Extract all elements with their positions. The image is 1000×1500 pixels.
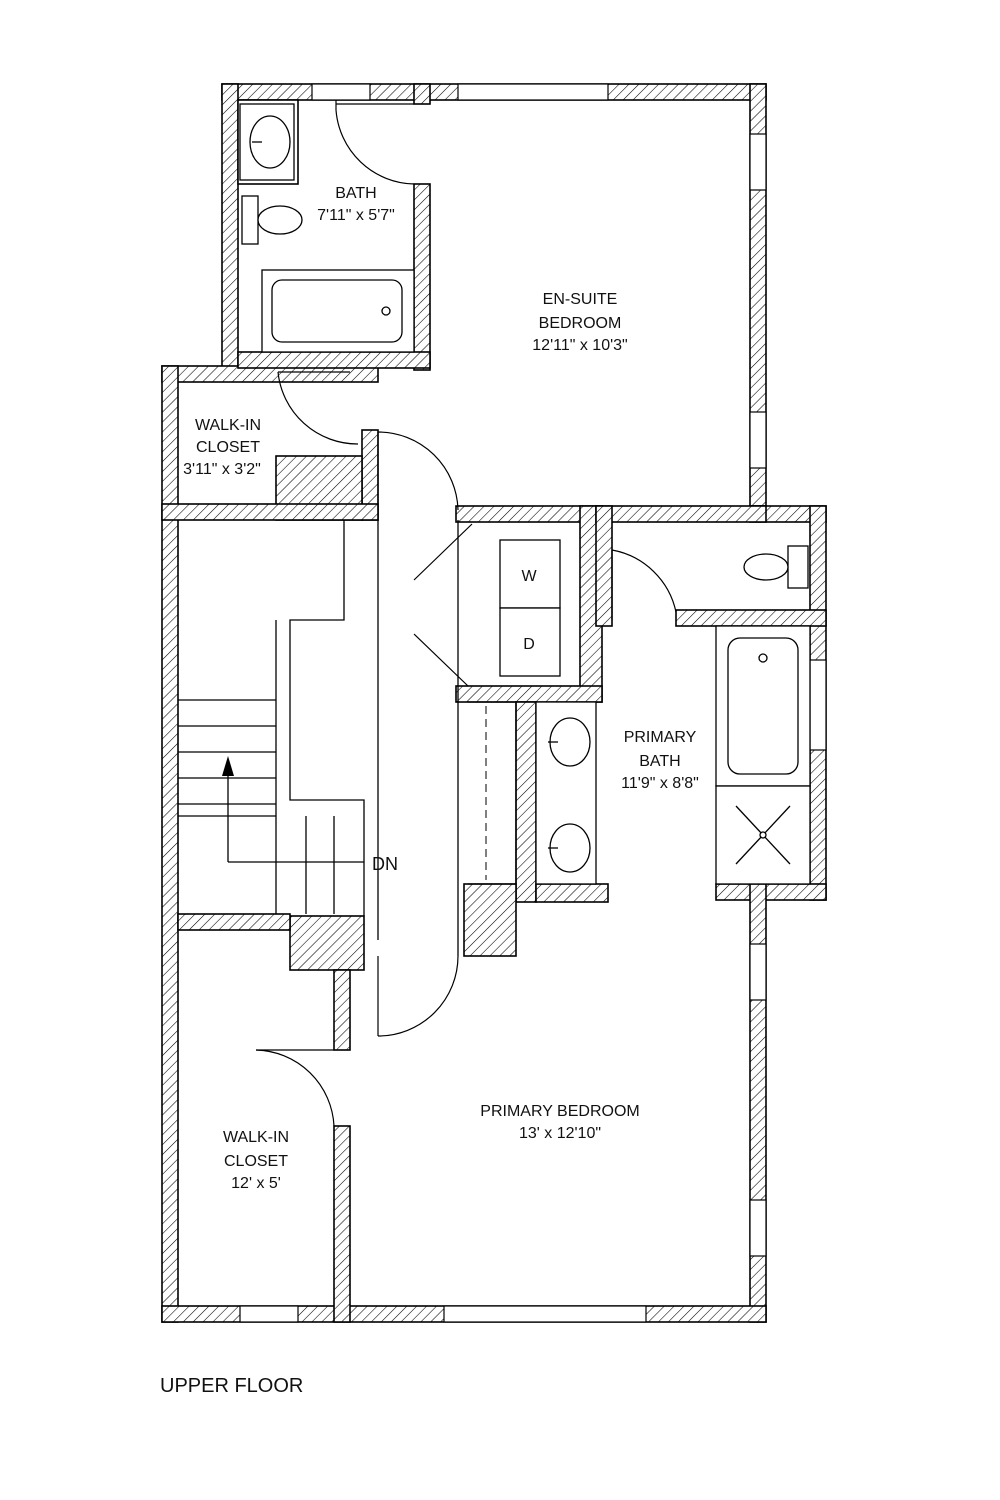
closet-top-dims: 3'11" x 3'2" [183,461,261,478]
dryer-box [499,607,561,677]
dryer-label: D [523,636,535,653]
stair-arrow-icon [222,756,234,776]
doors [255,100,677,1127]
ensuite-name-1: EN-SUITE [543,291,618,308]
room-labels: BATH 7'11" x 5'7" EN-SUITE BEDROOM 12'11… [160,185,699,1397]
stairs [178,620,364,914]
washer-box [499,539,561,609]
closet-bottom-name-1: WALK-IN [223,1129,289,1146]
vanity-icon [535,701,597,885]
primary-bath-dims: 11'9" x 8'8" [621,775,699,792]
primary-bedroom-dims: 13' x 12'10" [519,1125,601,1142]
toilet-icon [743,545,809,589]
primary-bedroom-name: PRIMARY BEDROOM [480,1103,639,1120]
closet-bottom-dims: 12' x 5' [231,1175,281,1192]
washer-label: W [521,568,537,585]
closet-top-name-2: CLOSET [196,439,260,456]
stairs-down-label: DN [372,854,398,874]
ensuite-dims: 12'11" x 10'3" [532,337,627,354]
primary-bath-name-2: BATH [639,753,680,770]
bathtub-icon [715,625,811,787]
bath-name: BATH [335,185,376,202]
closet-top-name-1: WALK-IN [195,417,261,434]
hall-lines [289,520,517,956]
bath-dims: 7'11" x 5'7" [317,207,395,224]
ensuite-name-2: BEDROOM [539,315,622,332]
bathtub-icon [261,269,415,353]
primary-bath-name-1: PRIMARY [624,729,697,746]
toilet-icon [241,195,303,245]
closet-bottom-name-2: CLOSET [224,1153,288,1170]
windows [239,83,827,1323]
floor-title: UPPER FLOOR [160,1375,303,1397]
shower-icon [715,785,811,885]
fixtures [239,103,811,885]
sink-icon [239,103,295,181]
